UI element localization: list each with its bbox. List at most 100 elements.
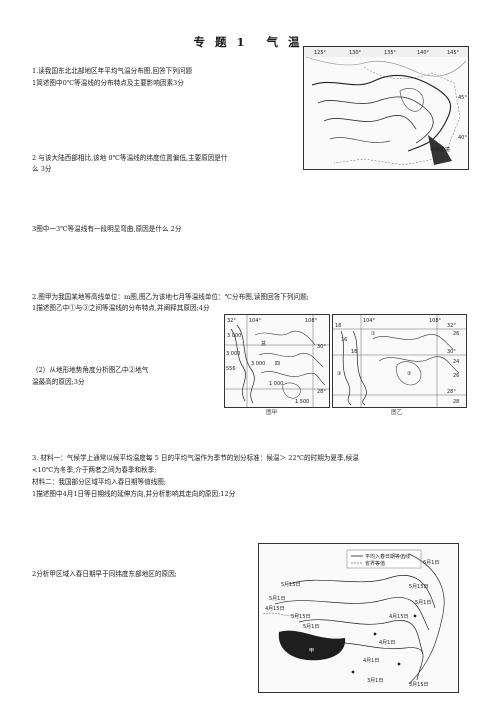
map-yi-lat: 30° bbox=[447, 349, 456, 355]
map-yi-lat: 32° bbox=[447, 323, 456, 329]
q2-sub2-line1: （2）从地形地势角度分析图乙中②地气 bbox=[32, 366, 149, 374]
map3-date: 4月15日 bbox=[265, 606, 285, 612]
q3-sub2: 2分析甲区域入春日期早于同纬度东部地区的原因; bbox=[32, 570, 177, 578]
map-graphic bbox=[230, 328, 246, 402]
map-graphic bbox=[258, 352, 324, 368]
map-jia-elev: 3 000 bbox=[227, 333, 241, 339]
map-jia-elev: 3 000 bbox=[251, 361, 265, 367]
map-jia-elev: 1 000 bbox=[269, 381, 283, 387]
map-graphic bbox=[282, 382, 301, 399]
map-yi-lat: 28° bbox=[447, 389, 456, 395]
q1-sub2-line2: 么 3分 bbox=[32, 165, 52, 173]
q1-sub2-line1: 2 与该大陆西部相比,该地 0℃等温线的纬度位置偏低,主要原因是什 bbox=[32, 154, 228, 162]
map-graphic bbox=[378, 356, 460, 374]
map-jia-caption: 图甲 bbox=[266, 410, 278, 416]
q3-sub1: 1描述图中4月1日等日期线的延伸方向,并分析影响其走向的原因;12分 bbox=[32, 490, 236, 498]
map-yi-isotherm: 104° 108° 32° 30° 28° 18 16 18 26 24 26 … bbox=[332, 314, 467, 408]
map-graphic bbox=[311, 74, 452, 152]
q1-sub1: 1简述图中0℃等温线的分布特点及主要影响因素3分 bbox=[32, 79, 184, 87]
map-jia-lat: 32° bbox=[227, 318, 236, 324]
map1-lon-label: 135° bbox=[384, 50, 397, 56]
title-topic: 专 题 1 bbox=[193, 35, 248, 49]
map-graphic bbox=[397, 662, 401, 666]
map-yi-temp: 24 bbox=[453, 359, 459, 365]
spring-onset-map: 平均入春日期等值线 省界等值 6月1日 5月15日 5月1日 4月15日 5月1… bbox=[258, 543, 459, 693]
map1-lon-label: 125° bbox=[314, 50, 327, 56]
map3-date: 3月15日 bbox=[409, 682, 429, 688]
map-graphic bbox=[373, 632, 377, 636]
map3-date: 4月1日 bbox=[363, 658, 379, 664]
q2-sub1: 1描述图乙中①与③之间等温线的分布特点,并阐释其原因;4分 bbox=[32, 304, 210, 312]
title-subject: 气 温 bbox=[266, 35, 303, 49]
map-jia-lon: 108° bbox=[305, 318, 318, 324]
map-jia-lat: 30° bbox=[317, 344, 326, 350]
map-jia-contour: 104° 108° 32° 30° 28° 3 000 3 000 556 3 … bbox=[224, 314, 330, 408]
map-yi-caption: 图乙 bbox=[391, 410, 403, 416]
map-jia-lon: 104° bbox=[249, 318, 262, 324]
map1-lat-label: 40° bbox=[458, 135, 467, 141]
map3-date: 3月1日 bbox=[367, 678, 383, 684]
q2-sub2-line2: 温最高的原因;3分 bbox=[32, 378, 85, 386]
map-graphic bbox=[288, 575, 436, 609]
q2-intro: 2.图甲为我国某地等高线单位：m图,图乙为该地七月等温线单位：℃分布图,读图回答… bbox=[32, 293, 309, 301]
map-yi-temp: 16 bbox=[341, 337, 347, 343]
map3-region-label: 甲 bbox=[309, 648, 314, 654]
map-yi-mark: ③ bbox=[337, 371, 341, 377]
map-yi-temp: 18 bbox=[351, 349, 357, 355]
map-graphic bbox=[352, 330, 367, 406]
map3-date: 5月15日 bbox=[281, 582, 301, 588]
q1-intro: 1.读我国东北北部地区年平均气温分布图,回答下列问题 bbox=[32, 67, 193, 75]
map3-legend-1: 平均入春日期等值线 bbox=[365, 553, 410, 560]
map1-place-label: 中朝边境 bbox=[430, 146, 450, 153]
map3-date: 4月15日 bbox=[389, 614, 409, 620]
map-yi-temp: 26 bbox=[453, 331, 459, 337]
map-graphic bbox=[323, 115, 417, 130]
map1-lon-label: 130° bbox=[349, 50, 362, 56]
map-jia-lat: 28° bbox=[317, 389, 326, 395]
map-graphic bbox=[413, 614, 417, 618]
northeast-temperature-map: 125° 130° 135° 140° 145° 45° 40° 中朝边境 bbox=[303, 46, 469, 170]
map-graphic bbox=[236, 324, 255, 404]
map-graphic bbox=[298, 619, 424, 655]
map1-lon-label: 140° bbox=[417, 50, 430, 56]
map-graphic bbox=[346, 549, 422, 569]
q3-material2: 材料二：我国部分区域平均入春日期等值线图; bbox=[32, 478, 167, 486]
map-graphic bbox=[329, 137, 391, 143]
map-yi-mark: ② bbox=[407, 371, 412, 377]
map3-date: 5月1日 bbox=[269, 596, 285, 602]
map-yi-temp: 18 bbox=[335, 323, 341, 329]
q1-sub3: 3图中一3℃等温线有一段明显弯曲,原因是什么 2分 bbox=[32, 225, 182, 233]
map-yi-temp: 28 bbox=[453, 399, 459, 405]
map-graphic bbox=[278, 630, 346, 661]
map-graphic bbox=[317, 96, 434, 144]
map-graphic bbox=[305, 56, 467, 77]
map-jia-elev: 1 500 bbox=[295, 399, 309, 405]
map-jia-basin: 盆 bbox=[261, 340, 266, 347]
map-graphic bbox=[254, 330, 316, 346]
map-graphic bbox=[408, 553, 445, 685]
map3-legend-2: 省界等值 bbox=[365, 560, 385, 567]
map-graphic bbox=[428, 135, 452, 165]
map3-date: 5月1日 bbox=[415, 600, 431, 606]
map-graphic bbox=[274, 597, 430, 631]
map3-date: 6月1日 bbox=[423, 560, 439, 566]
map-jia-mark: 四 bbox=[275, 361, 280, 367]
map-graphic bbox=[340, 330, 352, 406]
map1-lon-label: 145° bbox=[447, 50, 460, 56]
map3-date: 4月1日 bbox=[379, 640, 395, 646]
q3-intro-line1: 3. 材料一：气候学上通常以候平均温度每 5 日的平均气温作为季节的划分标准：候… bbox=[32, 454, 359, 462]
q3-intro-line2: <10℃为冬季,介于两者之间为春季和秋季; bbox=[32, 466, 157, 474]
document-title: 专 题 1 气 温 bbox=[0, 34, 496, 50]
map-yi-lon: 108° bbox=[429, 318, 442, 324]
map-graphic bbox=[396, 361, 422, 386]
map-jia-elev: 3 000 bbox=[226, 351, 240, 357]
map3-date: 5月15日 bbox=[291, 614, 311, 620]
map-yi-temp: 26 bbox=[453, 373, 459, 379]
map-graphic bbox=[262, 612, 300, 617]
map-graphic bbox=[351, 670, 355, 674]
map-graphic bbox=[260, 371, 326, 386]
map-graphic bbox=[372, 334, 454, 350]
map-yi-mark: ① bbox=[371, 331, 376, 337]
map1-lat-label: 45° bbox=[458, 95, 467, 101]
map3-date: 5月1日 bbox=[303, 624, 319, 630]
